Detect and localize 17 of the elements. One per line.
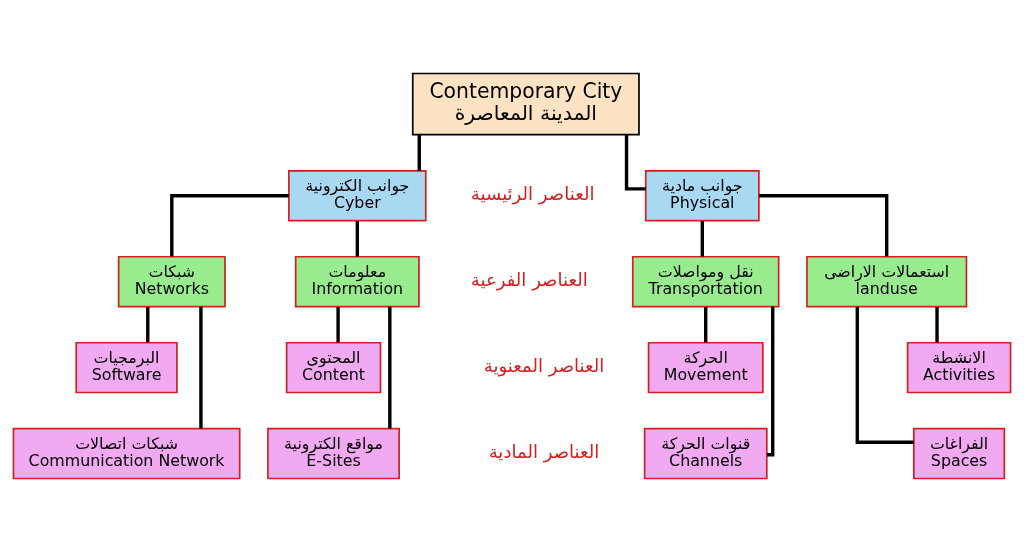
connector: [146, 306, 150, 342]
connector: [767, 306, 775, 456]
connector: [355, 220, 359, 256]
connector: [388, 306, 392, 429]
connector: [935, 306, 939, 342]
connector: [700, 220, 704, 256]
connector: [417, 134, 421, 171]
connector: [855, 306, 914, 444]
label: العناصر الفرعية: [470, 268, 588, 290]
connector: [199, 306, 203, 429]
label: العناصر المعنوية: [483, 354, 605, 376]
connector: [336, 306, 340, 342]
label: العناصر الرئيسية: [470, 182, 595, 204]
label: العناصر المادية: [488, 440, 600, 462]
connector: [170, 193, 289, 256]
connector: [704, 306, 708, 342]
connector: [759, 193, 889, 256]
